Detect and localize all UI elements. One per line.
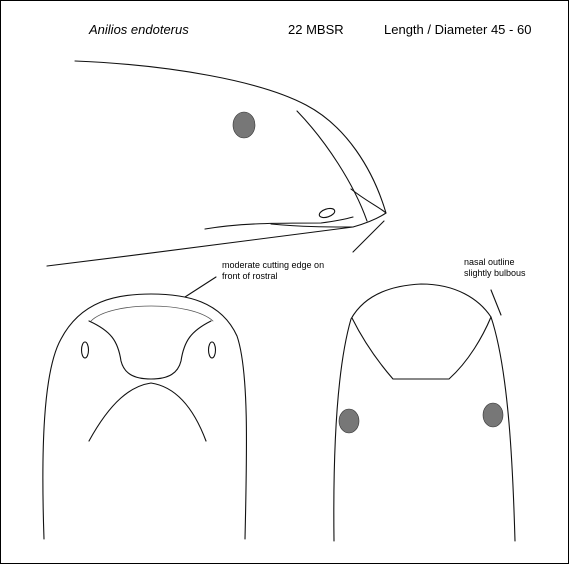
ventral-rostral-scale: [89, 321, 211, 379]
lateral-rostral-scale: [297, 111, 367, 221]
lateral-eye: [233, 112, 255, 138]
ventral-view: [43, 277, 247, 539]
ventral-rostral-edge: [91, 306, 213, 321]
cutting-edge-annotation: moderate cutting edge on front of rostra…: [222, 260, 324, 282]
dorsal-rostral-scale: [352, 317, 491, 379]
rostral-edge-leader: [185, 277, 216, 297]
dorsal-view: [334, 284, 515, 541]
ventral-left-nostril: [82, 342, 89, 358]
lateral-view: [47, 61, 386, 266]
lateral-lower-lip: [271, 224, 353, 227]
ventral-right-nostril: [209, 342, 216, 358]
nasal-outline-annotation: nasal outline slightly bulbous: [464, 257, 526, 279]
nasal-outline-leader: [491, 290, 501, 315]
dorsal-right-eye: [483, 403, 503, 427]
ventral-head-outline: [43, 294, 247, 539]
dorsal-left-eye: [339, 409, 359, 433]
nostril: [318, 207, 336, 220]
ventral-jaw-arc: [89, 383, 206, 441]
lateral-dorsal-outline: [75, 61, 386, 213]
